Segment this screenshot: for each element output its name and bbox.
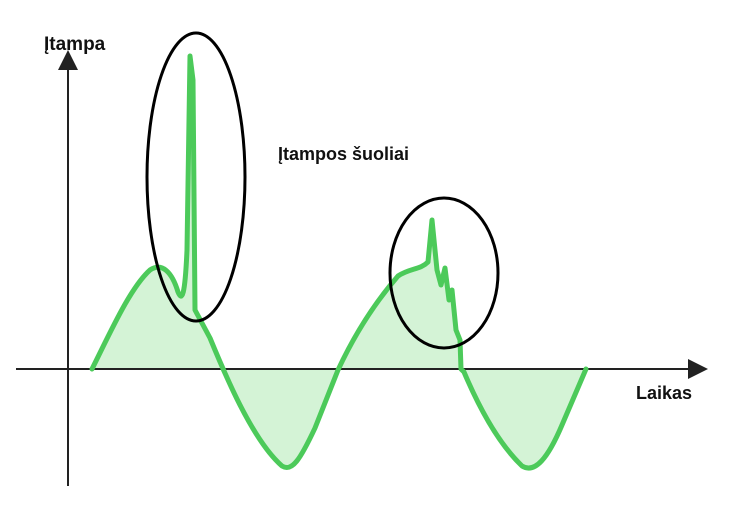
waveform-fill-negative bbox=[461, 369, 586, 469]
surge-highlight-ellipse-2 bbox=[388, 196, 500, 350]
x-axis-label: Laikas bbox=[636, 383, 693, 403]
y-axis-label: Įtampa bbox=[44, 34, 106, 55]
surge-highlight-ellipse-1 bbox=[145, 31, 247, 323]
waveform-fill bbox=[92, 56, 461, 468]
surge-annotation: Įtampos šuoliai bbox=[278, 144, 410, 164]
voltage-waveform bbox=[89, 53, 589, 471]
